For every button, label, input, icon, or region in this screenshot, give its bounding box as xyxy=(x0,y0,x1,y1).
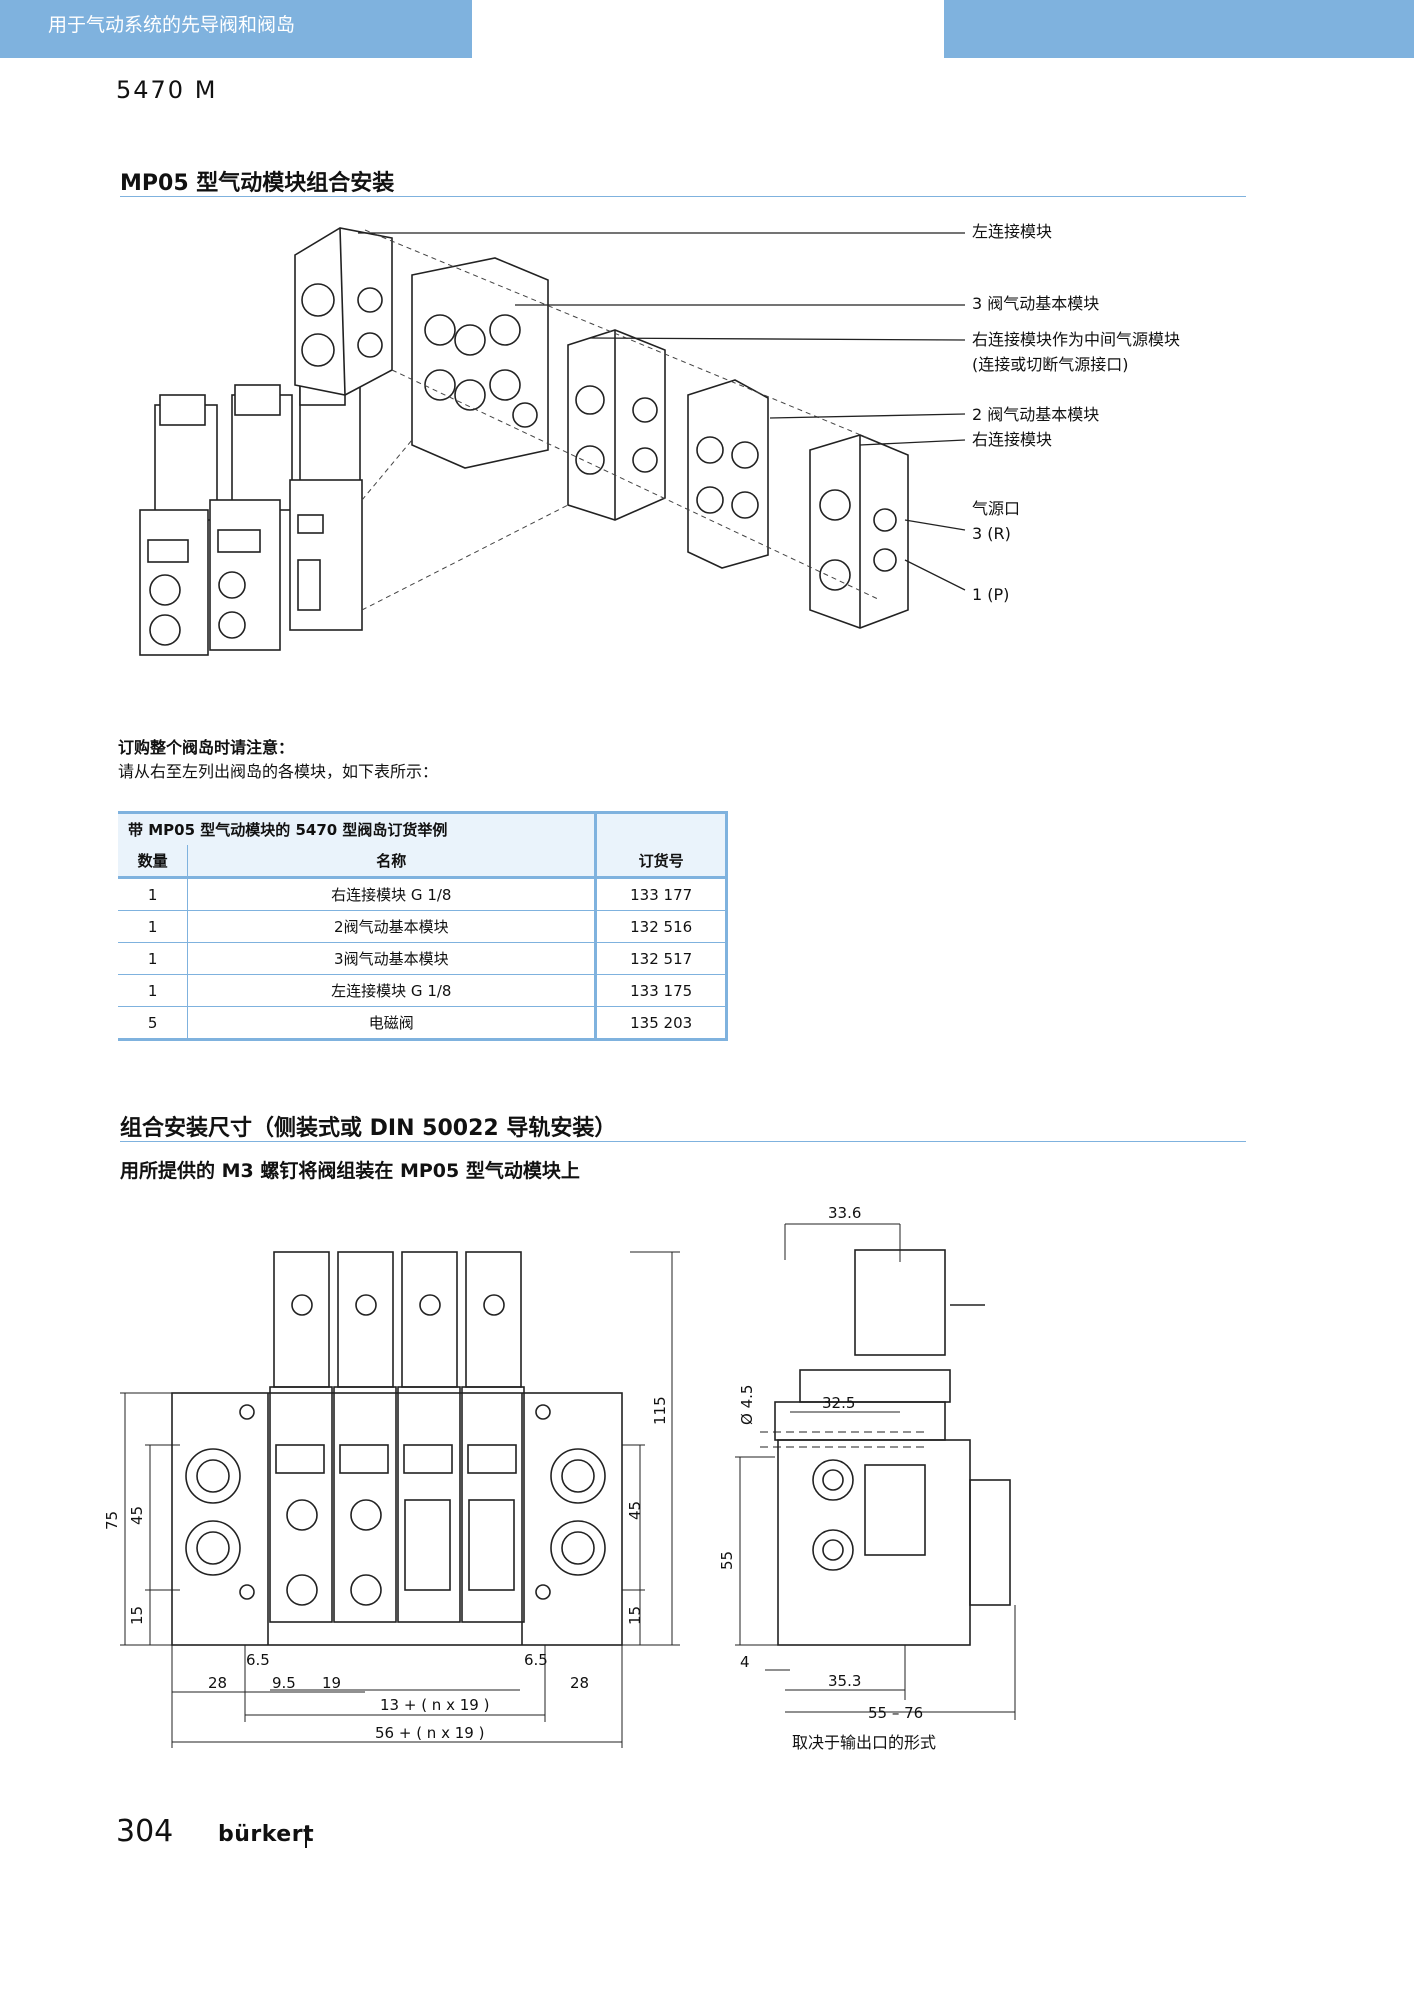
dim-75: 75 xyxy=(103,1511,121,1530)
dim-45-right: 45 xyxy=(626,1501,644,1520)
cell-name: 3阀气动基本模块 xyxy=(187,942,596,975)
dim-6-5-right: 6.5 xyxy=(524,1651,548,1669)
dim-55: 55 xyxy=(718,1551,736,1570)
dim-15-right: 15 xyxy=(626,1606,644,1625)
front-valve-1 xyxy=(269,1251,333,1623)
table-row: 5 电磁阀 135 203 xyxy=(118,1006,728,1041)
intermediate-supply-module xyxy=(567,329,666,521)
dim-dia-4-5: Ø 4.5 xyxy=(738,1385,756,1425)
right-connection-module xyxy=(809,434,909,629)
dim-55-76: 55 – 76 xyxy=(868,1704,923,1722)
callout-supply-port: 气源口 xyxy=(972,499,1020,518)
front-valve-3 xyxy=(397,1251,461,1623)
dim-6-5-left: 6.5 xyxy=(246,1651,270,1669)
order-table-caption: 带 MP05 型气动模块的 5470 型阀岛订货举例 xyxy=(118,811,596,845)
front-view-drawing xyxy=(171,1251,623,1646)
table-row: 1 右连接模块 G 1/8 133 177 xyxy=(118,877,728,911)
dim-28-right: 28 xyxy=(570,1674,589,1692)
callout-left-connection-module: 左连接模块 xyxy=(972,222,1052,241)
cell-name: 左连接模块 G 1/8 xyxy=(187,974,596,1007)
callout-port-3r: 3 (R) xyxy=(972,524,1011,543)
left-connection-module xyxy=(294,227,393,396)
header-band-left: 用于气动系统的先导阀和阀岛 xyxy=(0,0,472,58)
cell-qty: 1 xyxy=(118,877,188,911)
cell-qty: 1 xyxy=(118,942,188,975)
ordering-note-text: 请从右至左列出阀岛的各模块，如下表所示： xyxy=(118,762,439,781)
header-title: 用于气动系统的先导阀和阀岛 xyxy=(48,14,296,36)
dim-9-5: 9.5 xyxy=(272,1674,296,1692)
dim-15-left: 15 xyxy=(128,1606,146,1625)
callout-two-valve-base: 2 阀气动基本模块 xyxy=(972,405,1099,424)
section2-rule xyxy=(120,1141,1246,1142)
ordering-note-title: 订购整个阀岛时请注意： xyxy=(118,738,295,757)
dim-115: 115 xyxy=(651,1396,669,1425)
cell-name: 2阀气动基本模块 xyxy=(187,910,596,943)
section1-title: MP05 型气动模块组合安装 xyxy=(120,171,395,196)
col-header-qty: 数量 xyxy=(118,845,188,879)
solenoid-valve-3 xyxy=(289,374,363,631)
cell-qty: 1 xyxy=(118,974,188,1007)
table-row: 1 2阀气动基本模块 132 516 xyxy=(118,910,728,943)
page-number: 304 xyxy=(116,1814,174,1849)
dim-4: 4 xyxy=(740,1653,750,1671)
section1-rule xyxy=(120,196,1246,197)
cell-part-number: 132 517 xyxy=(594,942,728,975)
front-valve-4 xyxy=(461,1251,525,1623)
cell-part-number: 133 175 xyxy=(594,974,728,1007)
brand-divider xyxy=(305,1826,307,1848)
callout-three-valve-base: 3 阀气动基本模块 xyxy=(972,294,1099,313)
table-row: 1 3阀气动基本模块 132 517 xyxy=(118,942,728,975)
header-band-right xyxy=(944,0,1414,58)
dim-19: 19 xyxy=(322,1674,341,1692)
solenoid-valve-1 xyxy=(139,394,218,656)
callout-right-connection-module: 右连接模块 xyxy=(972,430,1052,449)
dim-45-left: 45 xyxy=(128,1506,146,1525)
cell-qty: 5 xyxy=(118,1006,188,1041)
dim-formula-56: 56 + ( n x 19 ) xyxy=(375,1724,484,1742)
solenoid-valve-2 xyxy=(209,384,293,651)
cell-qty: 1 xyxy=(118,910,188,943)
cell-name: 右连接模块 G 1/8 xyxy=(187,877,596,911)
col-header-name: 名称 xyxy=(187,845,596,879)
callout-intermediate-supply: 右连接模块作为中间气源模块 xyxy=(972,330,1180,349)
cell-name: 电磁阀 xyxy=(187,1006,596,1041)
three-valve-base-module xyxy=(411,257,549,469)
callout-port-1p: 1 (P) xyxy=(972,585,1009,604)
dim-35-3: 35.3 xyxy=(828,1672,861,1690)
model-number: 5470 M xyxy=(116,76,218,104)
cell-part-number: 135 203 xyxy=(594,1006,728,1041)
dim-28-left: 28 xyxy=(208,1674,227,1692)
dim-32-5: 32.5 xyxy=(822,1394,855,1412)
order-example-table: 带 MP05 型气动模块的 5470 型阀岛订货举例 数量 名称 订货号 1 右… xyxy=(118,811,728,1041)
cell-part-number: 132 516 xyxy=(594,910,728,943)
col-header-part-number: 订货号 xyxy=(594,845,728,879)
front-valve-2 xyxy=(333,1251,397,1623)
two-valve-base-module xyxy=(687,379,769,569)
side-view-note: 取决于输出口的形式 xyxy=(792,1733,936,1752)
dim-formula-13: 13 + ( n x 19 ) xyxy=(380,1696,489,1714)
section2-subtitle: 用所提供的 M3 螺钉将阀组装在 MP05 型气动模块上 xyxy=(120,1160,580,1182)
table-row: 1 左连接模块 G 1/8 133 175 xyxy=(118,974,728,1007)
section2-title: 组合安装尺寸（侧装式或 DIN 50022 导轨安装） xyxy=(120,1116,617,1141)
cell-part-number: 133 177 xyxy=(594,877,728,911)
callout-intermediate-supply-note: (连接或切断气源接口) xyxy=(972,355,1129,374)
dim-33-6: 33.6 xyxy=(828,1204,861,1222)
brand-logo: bürkert xyxy=(218,1822,315,1847)
